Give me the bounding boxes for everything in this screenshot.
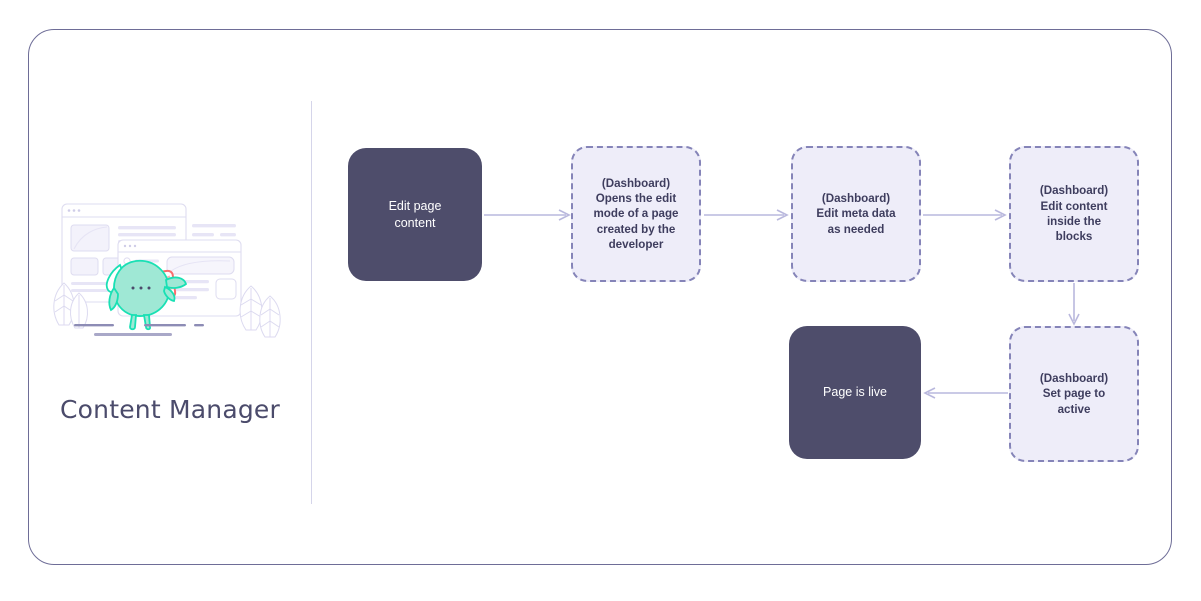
panel-divider (311, 101, 313, 504)
arrow-right-icon (704, 207, 790, 223)
page-title: Content Manager (60, 395, 280, 424)
flow-node-page-is-live[interactable]: Page is live (789, 326, 921, 459)
arrow-right-icon (484, 207, 572, 223)
mascot-character-illustration (105, 260, 188, 331)
arrow-left-icon (923, 385, 1008, 401)
tree-left-illustration (53, 282, 88, 329)
content-manager-mascot-illustration (46, 200, 296, 360)
flow-node-label: Page is live (823, 385, 887, 400)
tree-right-illustration (239, 285, 281, 338)
ground-lines-illustration (74, 324, 204, 336)
persona-panel: Content Manager (29, 90, 311, 510)
arrow-down-icon (1066, 283, 1082, 327)
arrow-right-icon (923, 207, 1008, 223)
